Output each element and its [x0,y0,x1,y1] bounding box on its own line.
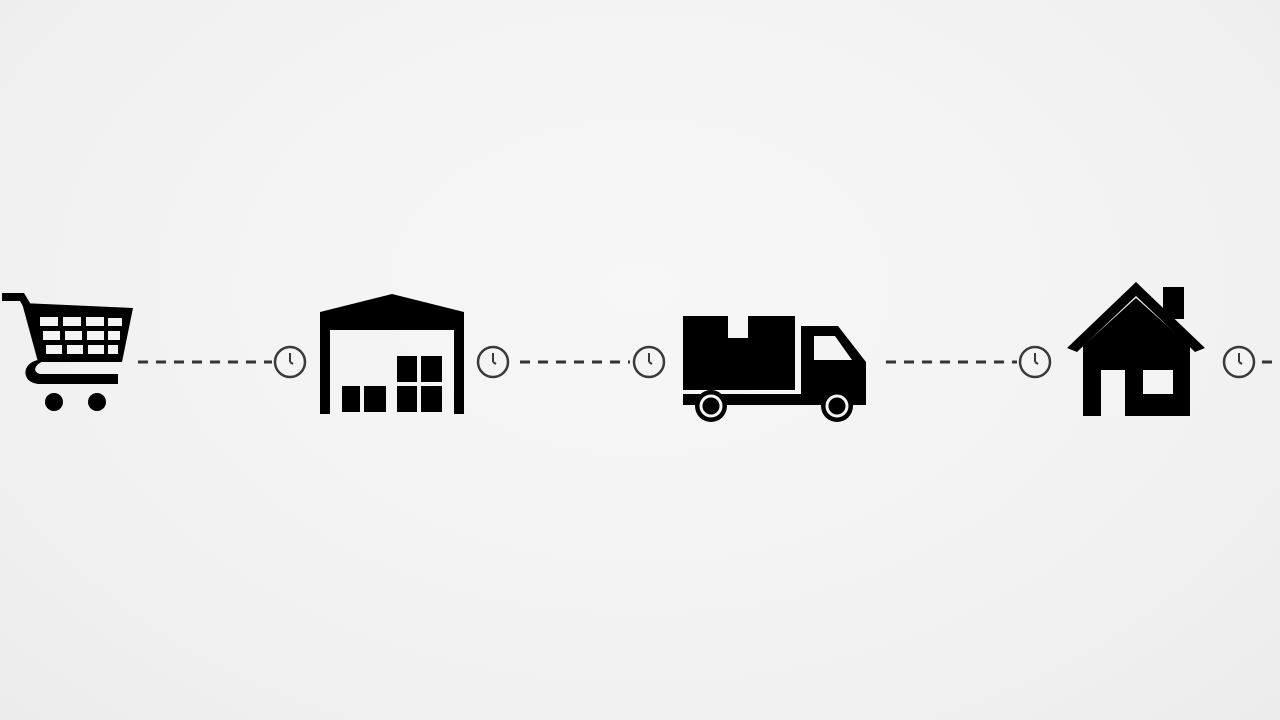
delivery-truck-icon [683,316,866,422]
clock-icon [476,345,510,379]
clock-icon [632,345,666,379]
house-icon [1067,282,1205,416]
clock-icon [1018,345,1052,379]
warehouse-icon [320,294,464,414]
clock-icon [273,345,307,379]
clock-icon [1222,345,1256,379]
shopping-cart-icon [2,293,133,411]
